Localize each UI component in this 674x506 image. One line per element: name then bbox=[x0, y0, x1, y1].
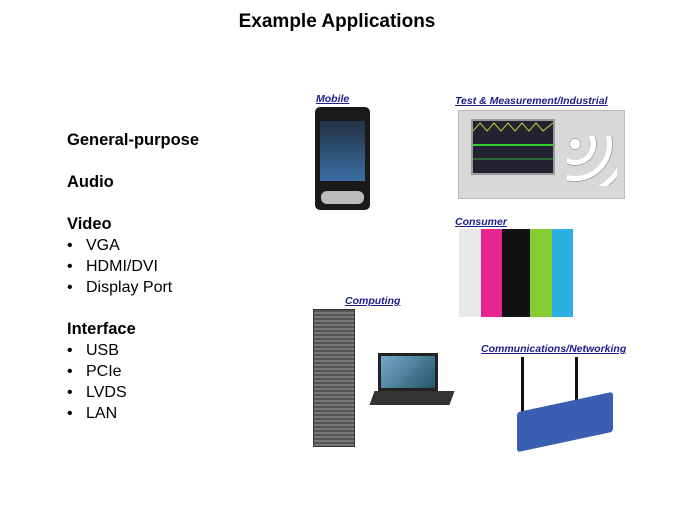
list-item: •LAN bbox=[67, 405, 118, 422]
oscilloscope-image bbox=[458, 110, 625, 199]
list-item: •Display Port bbox=[67, 279, 173, 296]
slide-title: Example Applications bbox=[238, 11, 436, 32]
heading-video: Video bbox=[67, 215, 112, 233]
application-list: General-purpose Audio Video •VGA •HDMI/D… bbox=[67, 130, 199, 424]
mobile-phone-image bbox=[315, 107, 370, 210]
heading-general-purpose: General-purpose bbox=[67, 131, 200, 149]
label-mobile: Mobile bbox=[316, 93, 350, 105]
label-communications: Communications/Networking bbox=[481, 343, 627, 355]
laptop-image bbox=[369, 353, 455, 413]
media-players-image bbox=[459, 229, 574, 317]
server-tower-image bbox=[313, 309, 355, 447]
list-item: •HDMI/DVI bbox=[67, 258, 158, 275]
list-item: •LVDS bbox=[67, 384, 127, 401]
label-test-measurement: Test & Measurement/Industrial bbox=[455, 95, 608, 107]
router-image bbox=[517, 357, 615, 453]
list-item: •USB bbox=[67, 342, 119, 359]
label-computing: Computing bbox=[345, 295, 401, 307]
heading-interface: Interface bbox=[67, 320, 136, 338]
list-item: •PCIe bbox=[67, 363, 122, 380]
label-consumer: Consumer bbox=[455, 216, 507, 228]
heading-audio: Audio bbox=[67, 173, 114, 191]
list-item: •VGA bbox=[67, 237, 120, 254]
